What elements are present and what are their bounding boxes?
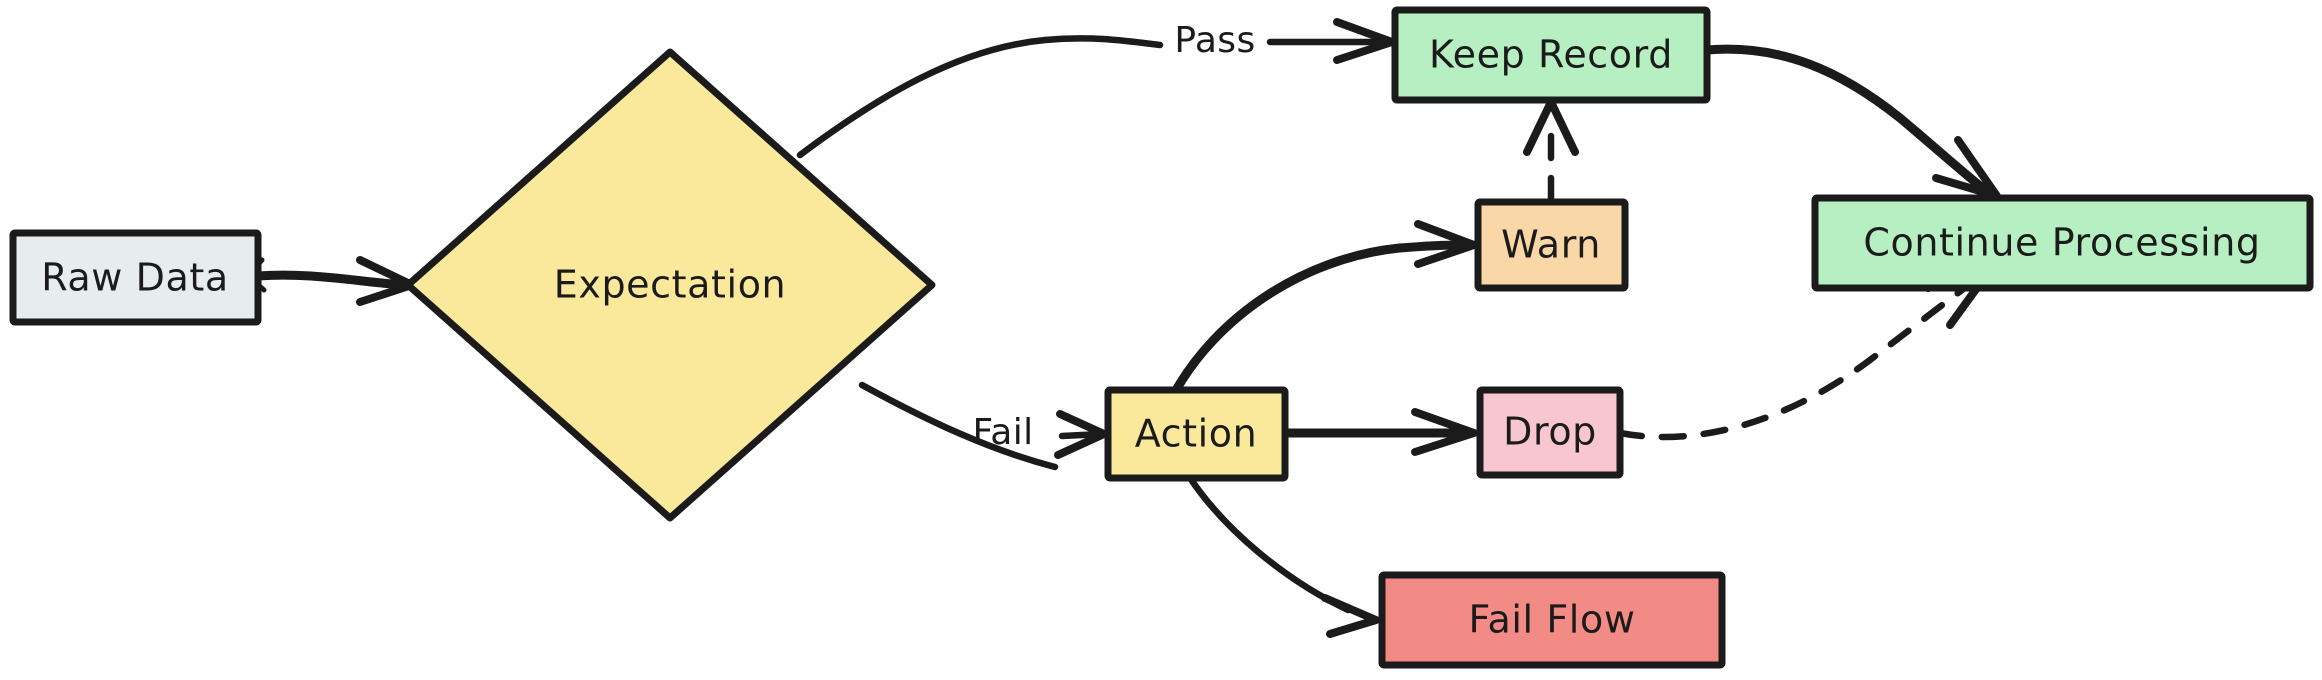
node-continue-processing[interactable]: Continue Processing (1811, 194, 2314, 292)
edge-drop-to-continue-processing (1616, 266, 1994, 441)
edge-action-to-fail-flow (1186, 474, 1380, 638)
arrowhead (1054, 410, 1108, 459)
arrowhead (1321, 594, 1380, 638)
node-fail-flow[interactable]: Fail Flow (1378, 571, 1726, 669)
edge-path (1616, 274, 1982, 441)
edge-path (858, 381, 1059, 471)
edge-raw-data-to-expectation (245, 256, 416, 306)
node-action-label: Action (1135, 412, 1258, 456)
edge-path (796, 35, 1164, 159)
node-raw-data-label: Raw Data (41, 256, 229, 300)
node-keep-record-shape[interactable] (1391, 6, 1711, 104)
node-warn-label: Warn (1501, 223, 1601, 267)
node-continue-processing-shape[interactable] (1811, 194, 2314, 292)
edge-path (1170, 240, 1467, 397)
node-keep-record[interactable]: Keep Record (1391, 6, 1711, 104)
edge-action-to-warn (1170, 220, 1478, 397)
node-drop-label: Drop (1503, 410, 1597, 454)
node-raw-data-shape[interactable] (9, 229, 262, 326)
edge-expectation-to-keep-record (796, 18, 1396, 159)
arrowhead (1414, 220, 1478, 268)
edge-expectation-to-action (858, 381, 1108, 471)
node-expectation-label: Expectation (554, 263, 786, 307)
node-fail-flow-shape[interactable] (1378, 571, 1726, 669)
node-raw-data[interactable]: Raw Data (9, 229, 262, 326)
node-fail-flow-label: Fail Flow (1469, 598, 1636, 642)
node-drop-shape[interactable] (1476, 386, 1624, 479)
node-action-shape[interactable] (1104, 386, 1289, 482)
edge-warn-to-keep-record (1523, 98, 1579, 204)
node-continue-processing-label: Continue Processing (1863, 221, 2260, 265)
edge-label-fail: Fail (972, 412, 1033, 453)
edge-path (1702, 44, 1990, 195)
edge-action-to-drop (1280, 408, 1478, 456)
edge-path (1186, 474, 1352, 614)
node-expectation-shape[interactable] (404, 48, 936, 522)
arrowhead (1932, 136, 2001, 200)
edge-path (253, 270, 409, 290)
arrowhead (1411, 408, 1478, 456)
node-keep-record-label: Keep Record (1429, 33, 1673, 77)
edge-label-pass: Pass (1174, 20, 1255, 61)
node-action[interactable]: Action (1104, 386, 1289, 482)
edge-keep-record-to-continue-processing (1702, 44, 2001, 200)
node-expectation[interactable]: Expectation (404, 48, 936, 522)
node-drop[interactable]: Drop (1476, 386, 1624, 479)
node-warn-shape[interactable] (1474, 198, 1629, 292)
node-warn[interactable]: Warn (1474, 198, 1629, 292)
